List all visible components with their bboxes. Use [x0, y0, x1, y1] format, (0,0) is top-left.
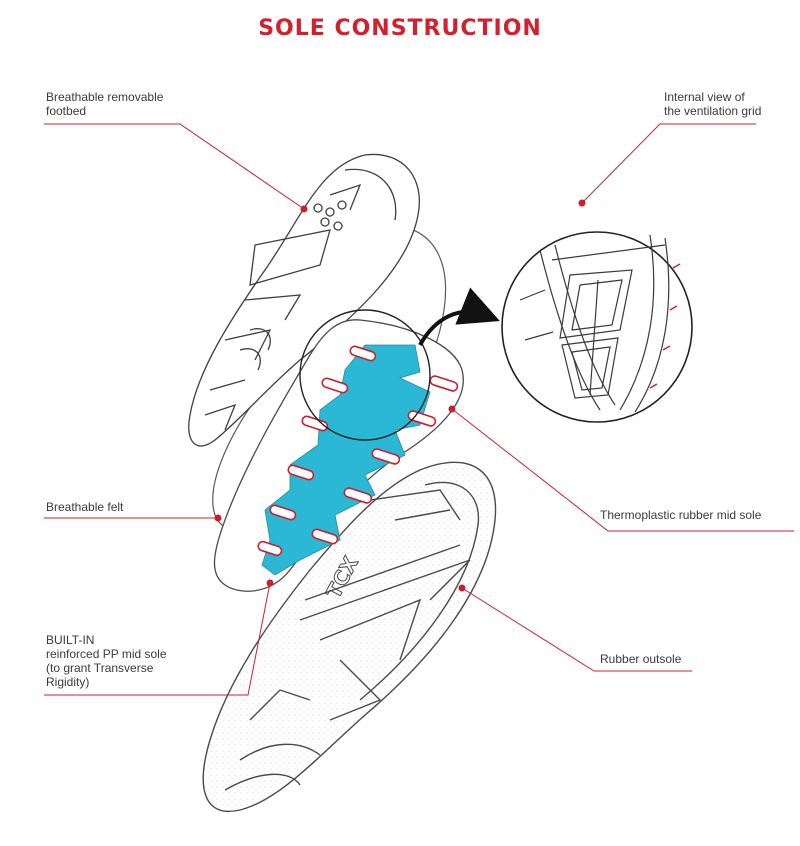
callout-builtin-line1: BUILT-IN [46, 633, 95, 647]
callout-ventilation-line2: the ventilation grid [664, 104, 762, 118]
callout-ventilation: Internal view of the ventilation grid [664, 90, 761, 118]
callout-thermoplastic: Thermoplastic rubber mid sole [600, 508, 761, 522]
leader-outsole [461, 587, 692, 672]
leader-ventilation [581, 123, 756, 204]
callout-builtin-line3: (to grant Transverse [46, 661, 154, 675]
diagram-title: SOLE CONSTRUCTION [258, 16, 542, 41]
callout-outsole: Rubber outsole [600, 652, 681, 666]
detail-arrow [418, 287, 500, 346]
callout-builtin-line4: Rigidity) [46, 675, 90, 689]
callout-footbed-line1: Breathable removable [46, 90, 164, 104]
leader-dots [214, 199, 586, 592]
thermoplastic-midsole [213, 319, 464, 592]
rubber-outsole [202, 461, 497, 812]
ventilation-slots [257, 345, 459, 557]
removable-footbed [188, 153, 420, 447]
dot-outsole [458, 584, 466, 592]
callout-footbed-line2: footbed [46, 104, 87, 118]
dot-felt [214, 514, 222, 522]
leader-thermoplastic [451, 408, 794, 532]
leader-lines [44, 123, 794, 696]
leader-builtin [44, 582, 271, 696]
callout-thermoplastic-line1: Thermoplastic rubber mid sole [600, 508, 762, 522]
callout-felt-line1: Breathable felt [46, 500, 124, 514]
callout-builtin: BUILT-IN reinforced PP mid sole (to gran… [46, 633, 167, 689]
dot-ventilation [578, 199, 586, 207]
callout-ventilation-line1: Internal view of [664, 90, 745, 104]
dot-thermoplastic [448, 405, 456, 413]
magnifier-circle [299, 309, 431, 441]
callout-builtin-line2: reinforced PP mid sole [46, 647, 167, 661]
callout-footbed: Breathable removable footbed [46, 90, 163, 118]
dot-builtin [266, 579, 274, 587]
leader-footbed [44, 123, 305, 210]
ventilation-grid-detail [501, 231, 693, 423]
dot-footbed [300, 205, 308, 213]
callout-felt: Breathable felt [46, 500, 123, 514]
pp-midsole-fill [261, 344, 431, 576]
callout-outsole-line1: Rubber outsole [600, 652, 682, 666]
